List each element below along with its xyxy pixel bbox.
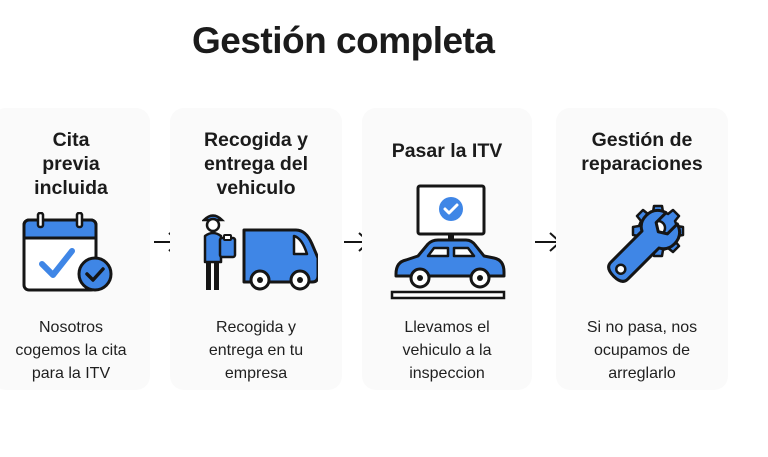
page-title: Gestión completa [192,20,495,61]
step-card-inspection: Pasar la ITV Llevamos el vehiculo a la i… [362,108,532,390]
step-card-appointment: Cita previa incluida Nosotros cogemos la… [0,108,150,390]
step-title: Recogida y entrega del vehiculo [203,129,309,199]
step-title: Pasar la ITV [391,140,503,162]
step-title: Cita previa incluida [34,129,108,199]
step-description: Recogida y entrega en tu empresa [208,319,304,382]
step-title: Gestión de reparaciones [581,129,703,175]
wrench-gear-icon [607,204,685,283]
calendar-check-icon [22,212,113,292]
step-description: Si no pasa, nos ocupamos de arreglarlo [586,319,698,382]
delivery-van-person-icon [202,214,318,291]
step-description: Llevamos el vehiculo a la inspeccion [402,319,492,382]
step-card-repairs: Gestión de reparaciones Si no pasa, nos … [556,108,728,390]
step-card-pickup: Recogida y entrega del vehiculo Recogida… [170,108,342,390]
car-inspection-monitor-icon [390,184,506,300]
step-description: Nosotros cogemos la cita para la ITV [15,319,127,382]
